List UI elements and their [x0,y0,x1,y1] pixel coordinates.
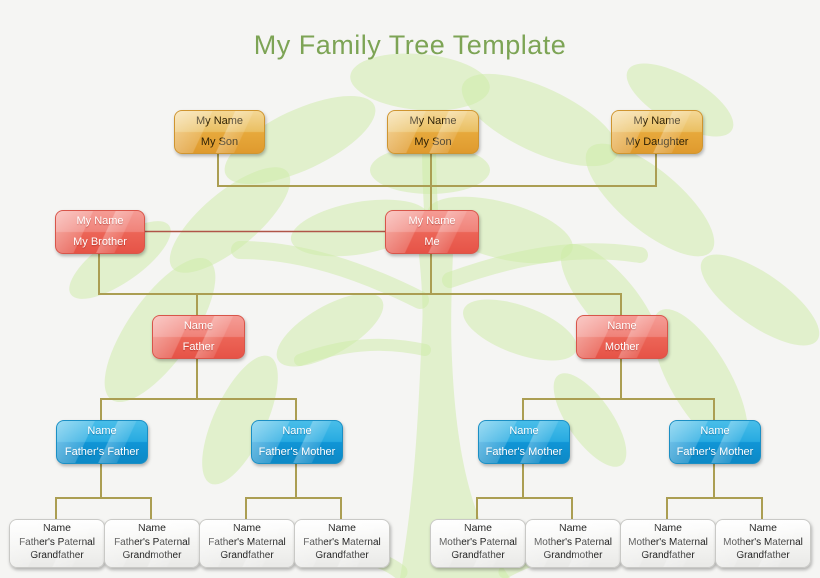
node-relation-label: Mother's Maternal Grandfather [628,537,708,561]
node-fathers-mother-1[interactable]: Name Father's Mother [251,420,343,464]
node-mothers-maternal-grandfather-2[interactable]: Name Mother's Maternal Grandfather [715,519,811,568]
connector-parents [98,252,622,315]
node-father[interactable]: Name Father [152,315,245,359]
node-relation-label: My Son [414,135,452,148]
node-name-label: Name [87,424,117,437]
node-name-label: Name [232,522,261,535]
connector-ggp-4 [666,462,763,519]
node-fathers-paternal-grandfather[interactable]: Name Father's Paternal Grandfather [9,519,105,568]
node-name-label: My Name [195,114,244,127]
node-mother[interactable]: Name Mother [576,315,668,359]
node-fathers-mother-3[interactable]: Name Father's Mother [669,420,761,464]
node-relation-label: Father's Paternal Grandfather [19,537,95,561]
node-fathers-maternal-grandfather-1[interactable]: Name Father's Maternal Grandfather [199,519,295,568]
node-relation-label: Me [424,235,440,248]
node-name-label: My Name [76,214,124,227]
node-my-son-1[interactable]: My Name My Son [174,110,265,154]
node-relation-label: Mother's Paternal Grandfather [438,537,518,561]
node-name-label: Name [137,522,166,535]
connector-ggp-1 [55,462,152,519]
connector-ggp-3 [476,462,573,519]
node-fathers-mother-2[interactable]: Name Father's Mother [478,420,570,464]
node-name-label: Name [327,522,356,535]
node-mothers-paternal-grandmother[interactable]: Name Mother's Paternal Grandmother [525,519,621,568]
node-relation-label: Mother's Maternal Grandfather [723,537,803,561]
node-name-label: My Name [409,114,457,127]
node-my-son-2[interactable]: My Name My Son [387,110,479,154]
connector-children [217,152,657,210]
node-relation-label: Father's Mother [485,445,563,458]
node-relation-label: Father's Paternal Grandmother [114,537,190,561]
node-fathers-maternal-grandfather-2[interactable]: Name Father's Maternal Grandfather [294,519,390,568]
node-name-label: Name [558,522,587,535]
node-name-label: Name [509,424,539,437]
node-name-label: Name [282,424,312,437]
node-name-label: Name [653,522,682,535]
node-relation-label: Father's Father [64,445,140,458]
node-name-label: Name [748,522,777,535]
node-name-label: Name [700,424,730,437]
node-my-daughter[interactable]: My Name My Daughter [611,110,703,154]
node-name-label: My Name [633,114,681,127]
node-relation-label: Father's Maternal Grandfather [303,537,381,561]
node-relation-label: Mother's Paternal Grandmother [533,537,613,561]
node-name-label: Name [463,522,492,535]
node-mothers-maternal-grandfather-1[interactable]: Name Mother's Maternal Grandfather [620,519,716,568]
node-relation-label: Mother [604,340,640,353]
page-title: My Family Tree Template [253,30,567,60]
connector-father-grandparents [100,357,297,420]
node-mothers-paternal-grandfather[interactable]: Name Mother's Paternal Grandfather [430,519,526,568]
node-fathers-father[interactable]: Name Father's Father [56,420,148,464]
node-relation-label: Father's Mother [676,445,754,458]
node-name-label: My Name [408,214,456,227]
connector-ggp-2 [245,462,342,519]
node-relation-label: Father [182,340,215,353]
node-name-label: Name [42,522,71,535]
node-relation-label: Father's Mother [258,445,336,458]
connector-mother-grandparents [522,357,715,420]
node-me[interactable]: My Name Me [385,210,479,254]
node-name-label: Name [607,319,637,332]
node-relation-label: My Brother [73,235,127,248]
node-name-label: Name [183,319,214,332]
node-relation-label: Father's Maternal Grandfather [208,537,286,561]
node-relation-label: My Daughter [625,135,689,148]
node-my-brother[interactable]: My Name My Brother [55,210,145,254]
node-relation-label: My Son [200,135,239,148]
node-fathers-paternal-grandmother[interactable]: Name Father's Paternal Grandmother [104,519,200,568]
